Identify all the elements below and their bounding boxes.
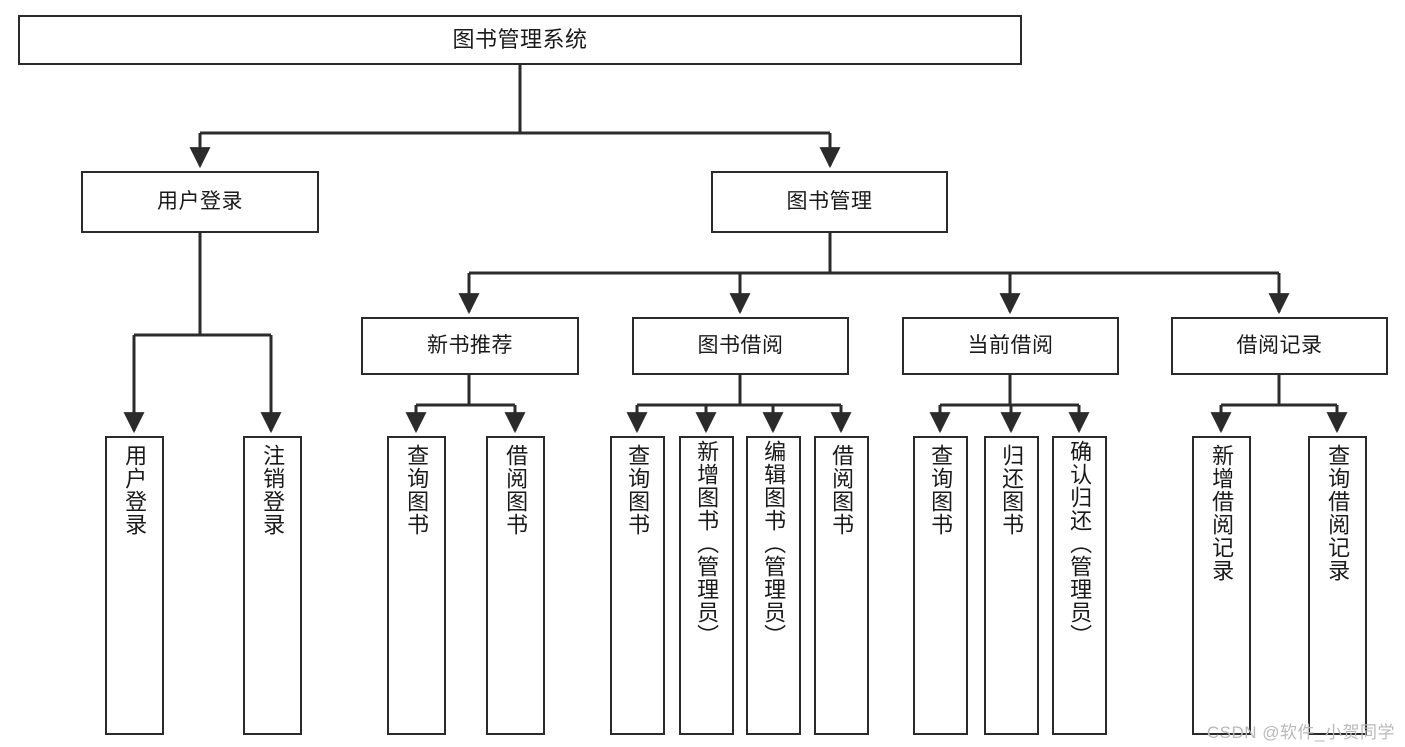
node-leaf-add-borrow-record[interactable]: 新增借阅记录 <box>1192 436 1251 735</box>
node-label: 新书推荐 <box>427 333 513 357</box>
node-leaf-edit-book-admin[interactable]: 编辑图书（管理员） <box>746 436 801 735</box>
node-label: 借阅图书 <box>829 444 855 536</box>
node-label: 新增图书（管理员） <box>694 440 720 647</box>
node-leaf-logout[interactable]: 注销登录 <box>243 436 302 735</box>
node-label: 编辑图书（管理员） <box>761 440 787 647</box>
node-leaf-return-book[interactable]: 归还图书 <box>984 436 1039 735</box>
node-leaf-borrow-book-rec[interactable]: 借阅图书 <box>486 436 545 735</box>
node-label: 确认归还（管理员） <box>1067 440 1093 647</box>
node-label: 图书管理 <box>786 189 873 213</box>
node-label: 查询借阅记录 <box>1325 444 1351 582</box>
node-label: 归还图书 <box>999 444 1025 536</box>
node-leaf-add-book-admin[interactable]: 新增图书（管理员） <box>679 436 734 735</box>
node-label: 新增借阅记录 <box>1209 444 1235 582</box>
node-leaf-query-borrow-record[interactable]: 查询借阅记录 <box>1308 436 1367 735</box>
node-label: 当前借阅 <box>967 333 1054 357</box>
node-leaf-user-login[interactable]: 用户登录 <box>105 436 164 735</box>
node-label: 借阅记录 <box>1236 333 1323 357</box>
node-label: 查询图书 <box>404 444 430 536</box>
node-leaf-confirm-return-admin[interactable]: 确认归还（管理员） <box>1052 436 1107 735</box>
node-user-login[interactable]: 用户登录 <box>81 171 319 233</box>
node-book-manage[interactable]: 图书管理 <box>711 171 948 233</box>
node-leaf-query-book-cur[interactable]: 查询图书 <box>913 436 968 735</box>
node-label: 查询图书 <box>625 444 651 536</box>
node-label: 注销登录 <box>260 444 286 536</box>
node-label: 借阅图书 <box>503 444 529 536</box>
node-label: 用户登录 <box>157 189 243 213</box>
node-current-borrow[interactable]: 当前借阅 <box>902 317 1119 375</box>
node-label: 图书管理系统 <box>452 27 588 53</box>
csdn-watermark: CSDN @软件_小贺同学 <box>1206 723 1395 742</box>
node-label: 用户登录 <box>122 444 148 536</box>
node-new-book-rec[interactable]: 新书推荐 <box>361 317 579 375</box>
node-label: 图书借阅 <box>697 333 784 357</box>
node-leaf-query-book-borrow[interactable]: 查询图书 <box>610 436 665 735</box>
node-leaf-query-book-rec[interactable]: 查询图书 <box>387 436 446 735</box>
node-borrow-record[interactable]: 借阅记录 <box>1171 317 1388 375</box>
node-label: 查询图书 <box>928 444 954 536</box>
node-book-borrow[interactable]: 图书借阅 <box>632 317 849 375</box>
node-root[interactable]: 图书管理系统 <box>18 15 1022 65</box>
node-leaf-borrow-book[interactable]: 借阅图书 <box>814 436 869 735</box>
